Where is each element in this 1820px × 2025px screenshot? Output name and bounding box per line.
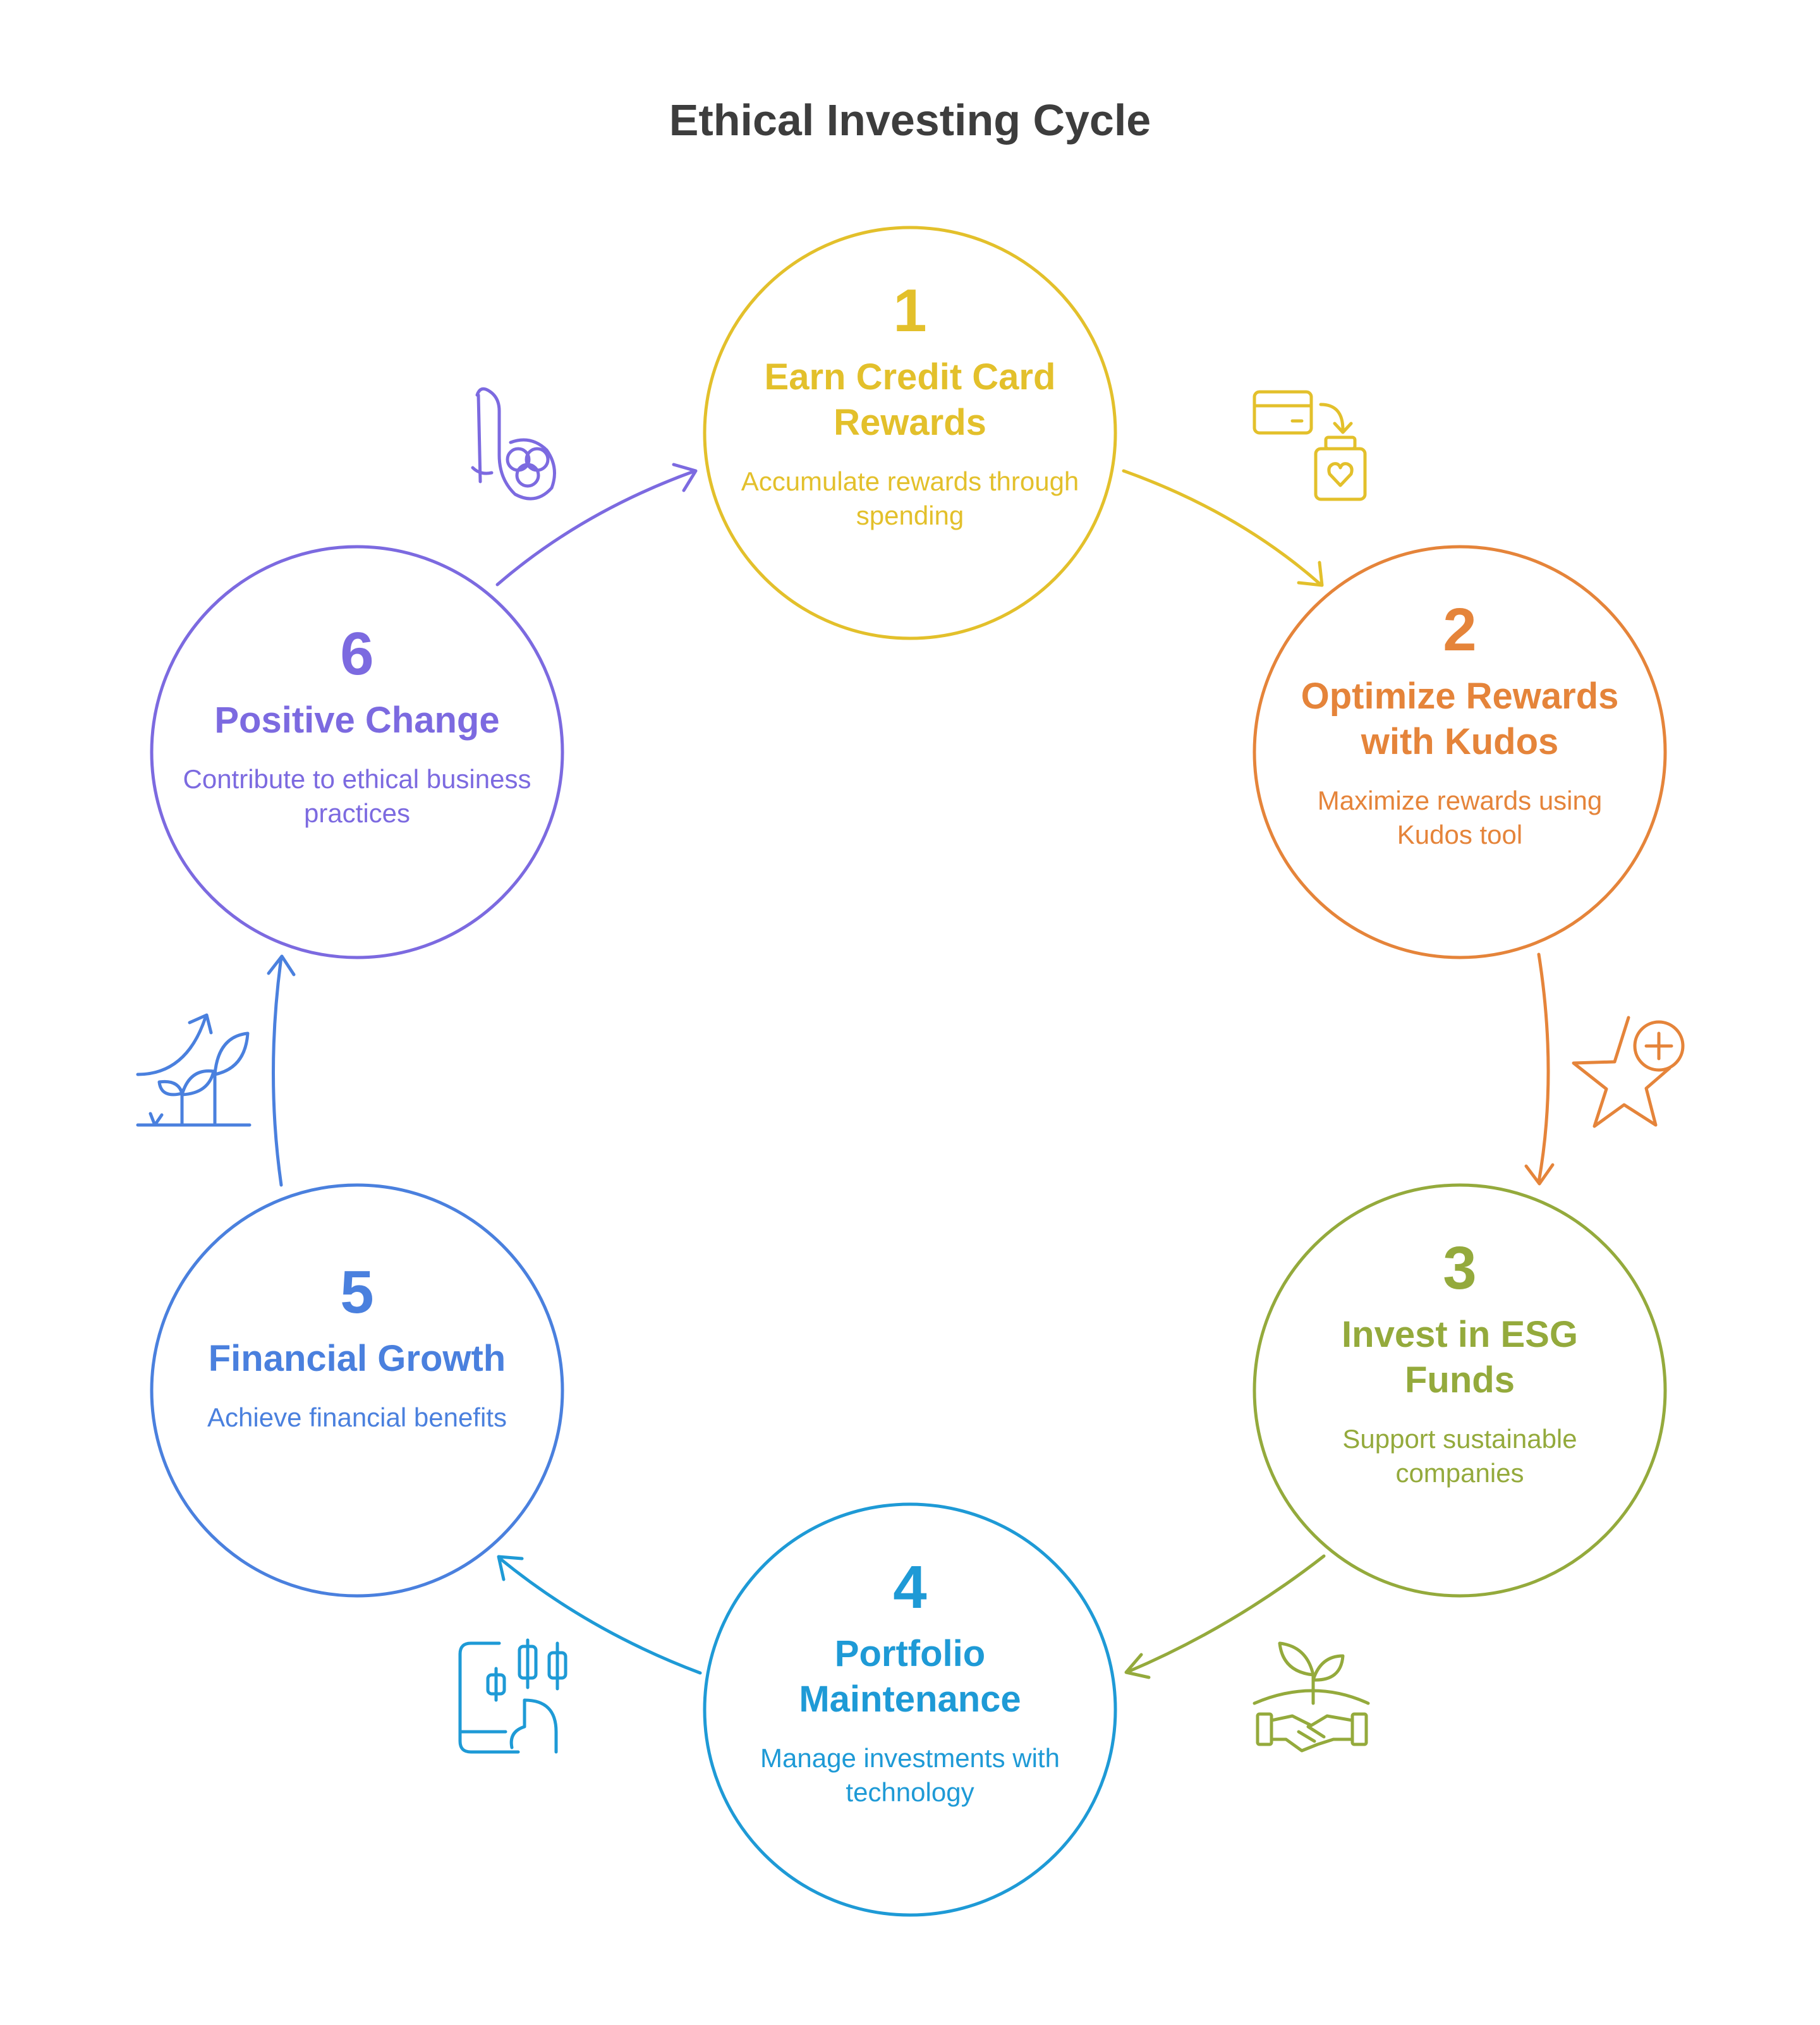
- step-5-number: 5: [340, 1258, 374, 1326]
- step-2-circle: [1253, 545, 1667, 959]
- step-3: 3 Invest in ESG Funds Support sustainabl…: [1283, 1234, 1637, 1490]
- step-3-description: Support sustainable companies: [1342, 1424, 1577, 1488]
- step-3-circle: [1253, 1183, 1667, 1598]
- step-5: 5 Financial Growth Achieve financial ben…: [180, 1258, 534, 1435]
- step-2-title: Optimize Rewards with Kudos: [1301, 676, 1619, 762]
- step-6-title: Positive Change: [214, 700, 500, 741]
- b-logo-icon: [471, 387, 556, 501]
- arrow-4-to-5: [497, 1555, 702, 1675]
- step-5-description: Achieve financial benefits: [207, 1402, 507, 1432]
- step-1-description: Accumulate rewards through spending: [741, 466, 1079, 530]
- step-5-circle: [150, 1183, 564, 1598]
- step-3-number: 3: [1443, 1234, 1477, 1302]
- growing-plants-arrow-icon: [136, 1013, 252, 1127]
- arrow-3-to-4: [1124, 1554, 1326, 1679]
- step-6: 6 Positive Change Contribute to ethical …: [180, 619, 534, 830]
- arrow-5-to-6: [267, 954, 296, 1187]
- star-plus-icon: [1572, 1016, 1685, 1128]
- sprout-handshake-icon: [1253, 1641, 1370, 1753]
- step-6-description: Contribute to ethical business practices: [183, 764, 531, 828]
- step-5-title: Financial Growth: [208, 1338, 506, 1379]
- step-4-title: Portfolio Maintenance: [799, 1633, 1021, 1720]
- step-2-description: Maximize rewards using Kudos tool: [1317, 786, 1603, 849]
- step-1-circle: [703, 226, 1117, 640]
- diagram-title: Ethical Investing Cycle: [669, 95, 1151, 145]
- credit-card-to-heart-jar-icon: [1253, 390, 1367, 501]
- step-4-circle: [703, 1502, 1117, 1917]
- arrow-6-to-1: [495, 463, 698, 587]
- step-4-number: 4: [893, 1554, 927, 1621]
- step-2: 2 Optimize Rewards with Kudos Maximize r…: [1283, 595, 1637, 852]
- step-1-title: Earn Credit Card Rewards: [764, 356, 1056, 443]
- step-1: 1 Earn Credit Card Rewards Accumulate re…: [733, 276, 1087, 533]
- step-1-number: 1: [893, 277, 927, 344]
- step-2-number: 2: [1443, 596, 1477, 664]
- step-6-circle: [150, 545, 564, 959]
- step-4: 4 Portfolio Maintenance Manage investmen…: [733, 1553, 1087, 1809]
- step-4-description: Manage investments with technology: [760, 1743, 1060, 1807]
- step-6-number: 6: [340, 620, 374, 688]
- arrow-1-to-2: [1122, 469, 1324, 587]
- arrow-2-to-3: [1524, 952, 1555, 1186]
- step-3-title: Invest in ESG Funds: [1342, 1314, 1578, 1401]
- tablet-candlestick-chart-icon: [458, 1638, 567, 1754]
